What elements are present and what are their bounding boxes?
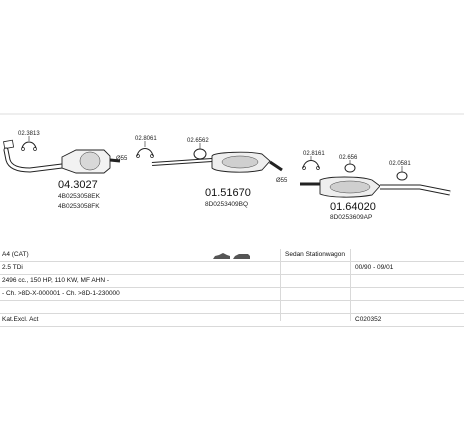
diameter-label-1: Ø55 (116, 156, 128, 162)
oe-number-cat-2: 4B0253058FK (58, 203, 100, 210)
clamp-3 (302, 156, 320, 170)
table-divider-2 (350, 249, 351, 321)
vehicle-info-table: A4 (CAT) Sedan Stationwagon 2.5 TDi 00/9… (0, 249, 464, 327)
station-wagon-icon (233, 254, 250, 259)
part-label-clamp-3: 02.8161 (303, 151, 325, 157)
info-row-model: A4 (CAT) Sedan Stationwagon (0, 249, 464, 262)
catalytic-converter (61, 149, 121, 174)
chassis-text: - Ch. >8D-X-000001 - Ch. >8D-1-230000 (2, 290, 120, 297)
clamp-1 (21, 136, 37, 151)
info-row-chassis: - Ch. >8D-X-000001 - Ch. >8D-1-230000 (0, 288, 464, 301)
rear-silencer (300, 176, 451, 198)
hanger-2 (344, 160, 356, 173)
table-divider-1 (280, 249, 281, 321)
part-number-rear: 01.64020 (330, 201, 376, 213)
years-text: 00/90 - 09/01 (355, 264, 394, 271)
info-row-spacer (0, 301, 464, 314)
front-pipe (3, 139, 65, 173)
part-number-cat: 04.3027 (58, 179, 98, 191)
hanger-3 (396, 166, 408, 181)
info-row-engine: 2.5 TDi 00/90 - 09/01 (0, 262, 464, 275)
model-text: A4 (CAT) (2, 251, 29, 258)
part-label-hanger-3: 02.0581 (389, 161, 411, 167)
diameter-label-2: Ø55 (276, 178, 288, 184)
specs-text: 2496 cc., 150 HP, 110 KW, MF AHN - (2, 277, 110, 284)
oe-number-rear-1: 8D0253609AP (330, 214, 372, 221)
engine-text: 2.5 TDi (2, 264, 23, 271)
part-label-hanger-2: 02.656 (339, 155, 358, 161)
part-label-hanger-1: 02.6562 (187, 138, 209, 144)
sedan-icon (213, 253, 230, 259)
hanger-1 (193, 143, 207, 160)
clamp-2 (136, 141, 154, 158)
car-body-icons (213, 253, 250, 259)
kit-label-text: Kat.Excl. Act (2, 316, 39, 323)
middle-silencer (151, 151, 283, 173)
body-text: Sedan Stationwagon (285, 251, 345, 258)
part-label-clamp-1: 02.3813 (18, 131, 40, 137)
kit-code-text: C020352 (355, 316, 382, 323)
part-label-clamp-2: 02.8061 (135, 136, 157, 142)
oe-number-mid-1: 8D0253409BQ (205, 201, 248, 208)
info-row-specs: 2496 cc., 150 HP, 110 KW, MF AHN - (0, 275, 464, 288)
part-number-mid: 01.51670 (205, 187, 251, 199)
oe-number-cat-1: 4B0253058EK (58, 193, 101, 200)
info-row-kit: Kat.Excl. Act C020352 (0, 314, 464, 327)
